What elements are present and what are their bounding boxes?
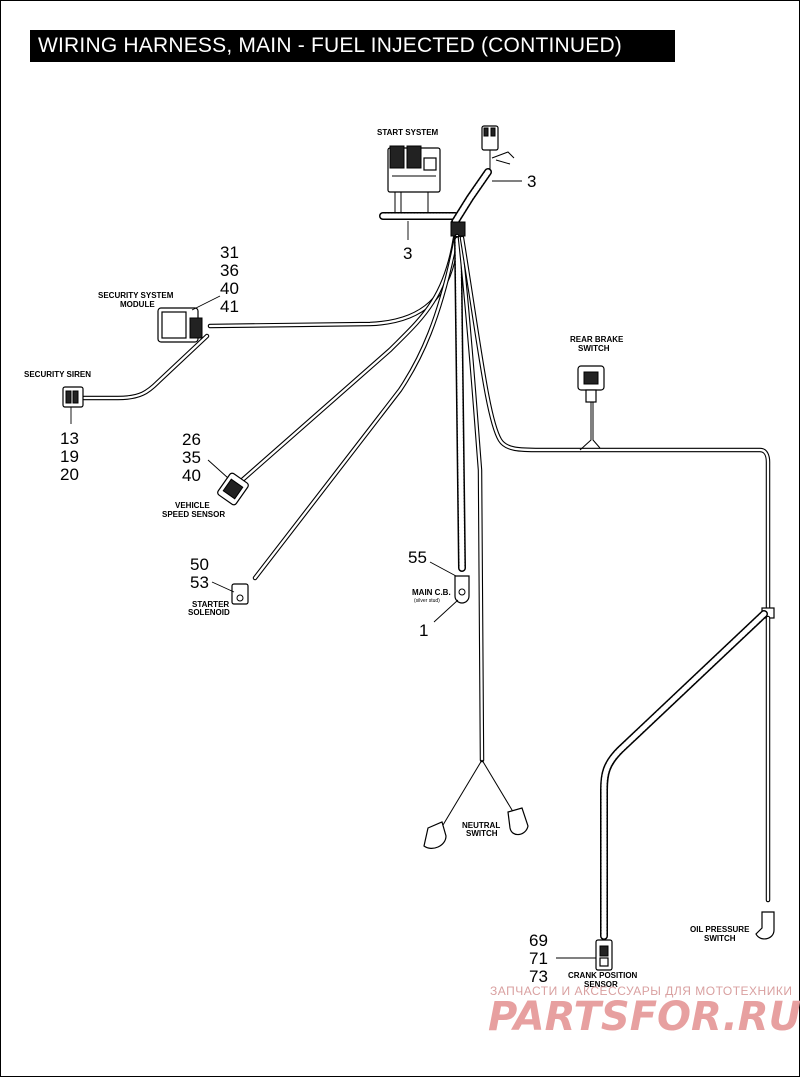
neutral-switch-label-1: NEUTRAL	[462, 821, 500, 830]
callout-main-cb-above: 55	[408, 548, 427, 567]
security-siren-wire	[81, 333, 210, 401]
main-cb-terminal	[454, 575, 470, 604]
callout-security-module-2: 36	[220, 261, 239, 280]
rear-brake-label-1: REAR BRAKE	[570, 335, 624, 344]
main-cb-label: MAIN C.B.	[412, 588, 451, 597]
security-siren-label: SECURITY SIREN	[24, 370, 91, 379]
crank-position-sensor	[595, 939, 613, 971]
callout-solenoid-1: 50	[190, 555, 209, 574]
rear-trunk-wire	[459, 235, 771, 615]
rear-brake-label-2: SWITCH	[578, 344, 610, 353]
starter-solenoid-terminal	[231, 583, 249, 605]
vehicle-speed-sensor	[217, 472, 249, 506]
callout-solenoid-2: 53	[190, 573, 209, 592]
security-siren-connector	[62, 386, 84, 408]
callout-security-module-1: 31	[220, 243, 239, 262]
watermark-tagline: ЗАПЧАСТИ И АКСЕССУАРЫ ДЛЯ МОТОТЕХНИКИ	[490, 984, 792, 998]
security-module-label-2: MODULE	[120, 300, 155, 309]
callout-vss-1: 26	[182, 430, 201, 449]
callout-start-system-below: 3	[403, 244, 412, 263]
harness-junction	[450, 221, 466, 237]
crank-position-conduit	[600, 610, 768, 940]
top-connector	[481, 125, 515, 170]
starter-solenoid-label-1: STARTER	[192, 600, 229, 609]
start-system-label: START SYSTEM	[377, 128, 439, 137]
callout-siren-3: 20	[60, 465, 79, 484]
security-module	[157, 307, 203, 343]
vehicle-speed-label-2: SPEED SENSOR	[162, 510, 225, 519]
start-system-relay	[387, 145, 441, 214]
oil-pressure-label-2: SWITCH	[704, 934, 736, 943]
crank-position-label-2: SENSOR	[584, 980, 618, 989]
crank-position-label-1: CRANK POSITION	[568, 971, 638, 980]
oil-pressure-label-1: OIL PRESSURE	[690, 925, 750, 934]
rear-brake-switch	[577, 365, 605, 403]
callout-security-module-3: 40	[220, 279, 239, 298]
starter-solenoid-label-2: SOLENOID	[188, 608, 230, 617]
neutral-switch-label-2: SWITCH	[466, 829, 498, 838]
watermark-brand: PARTSFOR.RU	[488, 994, 800, 1040]
oil-pressure-switch	[755, 911, 775, 940]
security-module-wire	[207, 233, 460, 329]
callout-crank-2: 71	[529, 949, 548, 968]
callout-crank-3: 73	[529, 967, 548, 986]
starter-solenoid-wire	[252, 235, 459, 581]
callout-start-system-right: 3	[527, 172, 536, 191]
callout-security-module-4: 41	[220, 297, 239, 316]
neutral-switch-connector-right	[507, 807, 529, 836]
neutral-switch-connector-left	[423, 821, 447, 849]
vehicle-speed-wire	[237, 235, 458, 485]
main-cb-note: (silver stud)	[414, 598, 440, 604]
callout-siren-2: 19	[60, 447, 79, 466]
vehicle-speed-label-1: VEHICLE	[175, 501, 210, 510]
callout-siren-1: 13	[60, 429, 79, 448]
callout-vss-3: 40	[182, 466, 201, 485]
page-title: WIRING HARNESS, MAIN - FUEL INJECTED (CO…	[30, 30, 675, 62]
callout-crank-1: 69	[529, 931, 548, 950]
security-module-label-1: SECURITY SYSTEM	[98, 291, 174, 300]
callout-main-cb-below: 1	[419, 621, 428, 640]
callout-vss-2: 35	[182, 448, 201, 467]
